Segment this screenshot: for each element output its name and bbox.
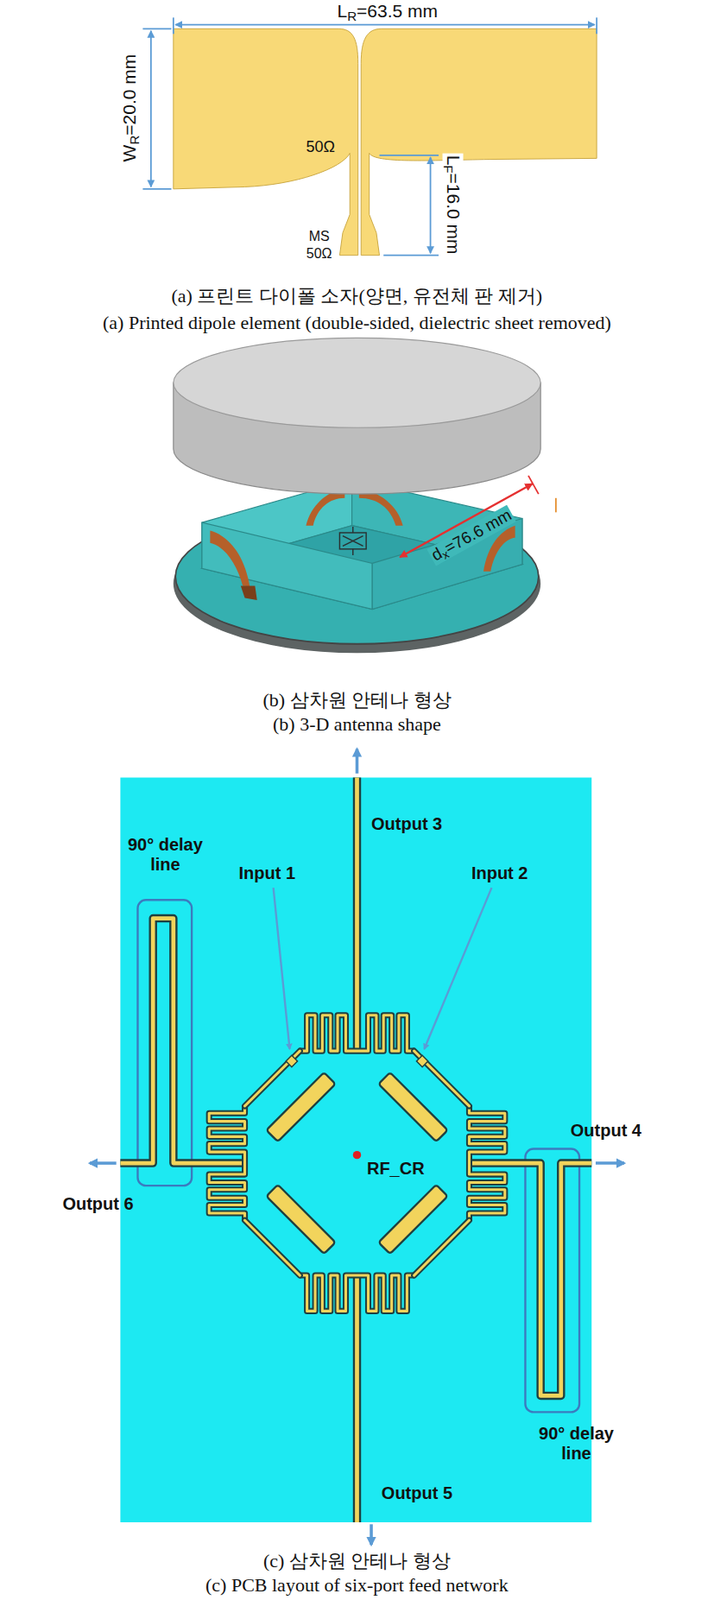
impedance-label: 50Ω — [306, 246, 333, 262]
dipole-arm — [360, 28, 597, 255]
antenna-3d — [173, 337, 557, 653]
caption: (a) 프린트 다이폴 소자(양면, 유전체 판 제거) — [171, 284, 544, 307]
feed-network — [120, 777, 592, 1523]
trace — [120, 777, 592, 1523]
extension-line — [595, 17, 598, 34]
pcb-board — [120, 777, 592, 1523]
caption: (c) 삼차원 안테나 형상 — [263, 1549, 451, 1572]
dipole-copper — [209, 530, 250, 588]
dimension-line — [175, 24, 595, 26]
subscript: F — [441, 165, 456, 174]
meander-comb — [468, 1105, 505, 1220]
subscript: x — [439, 547, 451, 562]
feed-network-small — [339, 526, 367, 556]
dimension-line — [429, 157, 432, 253]
dimension-line — [150, 31, 152, 188]
port-label: Output 6 — [62, 1194, 133, 1214]
dipole-arm — [173, 28, 359, 255]
meander-comb — [299, 1015, 414, 1051]
dimension-label: LF=16.0 mm — [442, 153, 463, 257]
meander-comb — [208, 1105, 245, 1220]
port-label: Input 1 — [239, 863, 297, 884]
input-pad — [285, 1055, 297, 1067]
port-label: Output 3 — [371, 814, 443, 835]
caption: (a) Printed dipole element (double-sided… — [102, 311, 612, 334]
input-arrow — [423, 887, 492, 1049]
dimension-lines — [142, 17, 597, 255]
extension-line — [383, 254, 439, 257]
port-label: Input 2 — [471, 863, 529, 884]
output-arrow — [595, 1161, 625, 1165]
signal-name: RF_CR — [365, 1158, 427, 1179]
subscript: R — [126, 135, 142, 146]
box-wall — [202, 522, 373, 609]
port-label: Output 4 — [570, 1120, 642, 1141]
feed-stub — [240, 585, 258, 601]
marker-tick — [555, 498, 557, 513]
caption: (c) PCB layout of six-port feed network — [205, 1573, 509, 1596]
line-label: MS — [309, 228, 330, 245]
port-label: Output 5 — [381, 1483, 453, 1504]
delay-line-box — [137, 899, 192, 1186]
ring-edge — [245, 1050, 470, 1276]
output-arrow — [369, 1523, 373, 1545]
callout-label: 90° delay line — [525, 1423, 628, 1464]
subscript: R — [347, 8, 357, 24]
dimension-label: WR=20.0 mm — [119, 52, 140, 165]
delay-line-box — [524, 1149, 580, 1413]
meander-comb — [299, 1275, 414, 1311]
caption: (b) 삼차원 안테나 형상 — [263, 688, 452, 711]
extension-line — [379, 154, 439, 157]
extension-line — [142, 188, 171, 190]
callout-label: 90° delay line — [113, 834, 216, 875]
dimension-label: LR=63.5 mm — [334, 0, 440, 22]
dipole-element — [173, 28, 597, 255]
cross-slots — [265, 1072, 448, 1254]
input-arrow — [273, 887, 291, 1049]
input-pad — [416, 1055, 428, 1067]
trace-outline — [120, 777, 592, 1523]
impedance-label: 50Ω — [305, 138, 335, 157]
extension-line — [172, 17, 175, 34]
extension-line — [142, 27, 171, 30]
dimension-label: dx=76.6 mm — [426, 505, 517, 567]
output-arrow — [89, 1161, 117, 1165]
center-point — [353, 1150, 361, 1159]
cylinder-top — [173, 337, 541, 428]
output-arrow — [355, 748, 360, 773]
extension-line — [528, 475, 539, 494]
caption: (b) 3-D antenna shape — [272, 713, 442, 735]
ring-edge — [245, 1050, 470, 1276]
